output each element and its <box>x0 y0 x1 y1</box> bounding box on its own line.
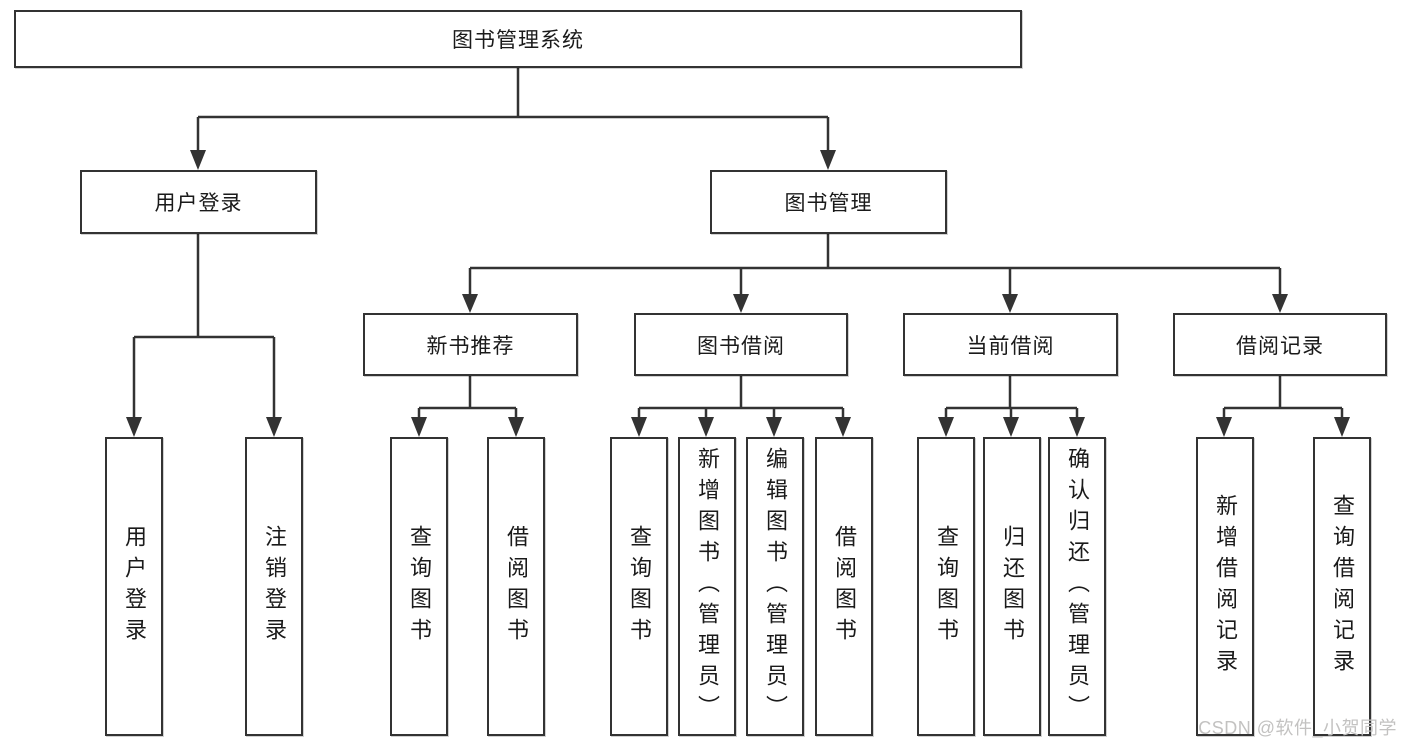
leaf-borrow-books: 借阅图书 <box>487 437 545 736</box>
node-current-borrowing: 当前借阅 <box>903 313 1118 376</box>
leaf-label: 新增借阅记录 <box>1213 493 1238 680</box>
leaf-label: 编辑图书（管理员） <box>763 447 788 726</box>
leaf-label: 借阅图书 <box>504 524 529 649</box>
leaf-query-books: 查询图书 <box>610 437 668 736</box>
node-new-book-recommendation: 新书推荐 <box>363 313 578 376</box>
leaf-query-borrow-record: 查询借阅记录 <box>1313 437 1371 736</box>
leaf-confirm-return-admin: 确认归还（管理员） <box>1048 437 1106 736</box>
arrowheads <box>126 150 1350 437</box>
leaf-logout: 注销登录 <box>245 437 303 736</box>
csdn-watermark: CSDN @软件_小贺同学 <box>1198 718 1397 738</box>
leaf-edit-books-admin: 编辑图书（管理员） <box>746 437 804 736</box>
leaf-add-borrow-record: 新增借阅记录 <box>1196 437 1254 736</box>
node-borrowing-records: 借阅记录 <box>1173 313 1387 376</box>
leaf-return-books: 归还图书 <box>983 437 1041 736</box>
node-root-system: 图书管理系统 <box>14 10 1022 68</box>
leaf-borrow-books: 借阅图书 <box>815 437 873 736</box>
leaf-query-books: 查询图书 <box>917 437 975 736</box>
leaf-label: 借阅图书 <box>832 524 857 649</box>
leaf-label: 查询图书 <box>407 524 432 649</box>
node-user-login: 用户登录 <box>80 170 317 234</box>
leaf-label: 归还图书 <box>1000 524 1025 649</box>
leaf-user-login: 用户登录 <box>105 437 163 736</box>
leaf-query-books: 查询图书 <box>390 437 448 736</box>
leaf-label: 确认归还（管理员） <box>1065 447 1090 726</box>
leaf-label: 查询图书 <box>627 524 652 649</box>
leaf-label: 注销登录 <box>262 524 287 649</box>
node-book-management: 图书管理 <box>710 170 947 234</box>
leaf-label: 用户登录 <box>122 524 147 649</box>
leaf-label: 新增图书（管理员） <box>695 447 720 726</box>
leaf-label: 查询图书 <box>934 524 959 649</box>
leaf-label: 查询借阅记录 <box>1330 493 1355 680</box>
node-book-borrowing: 图书借阅 <box>634 313 848 376</box>
leaf-add-books-admin: 新增图书（管理员） <box>678 437 736 736</box>
